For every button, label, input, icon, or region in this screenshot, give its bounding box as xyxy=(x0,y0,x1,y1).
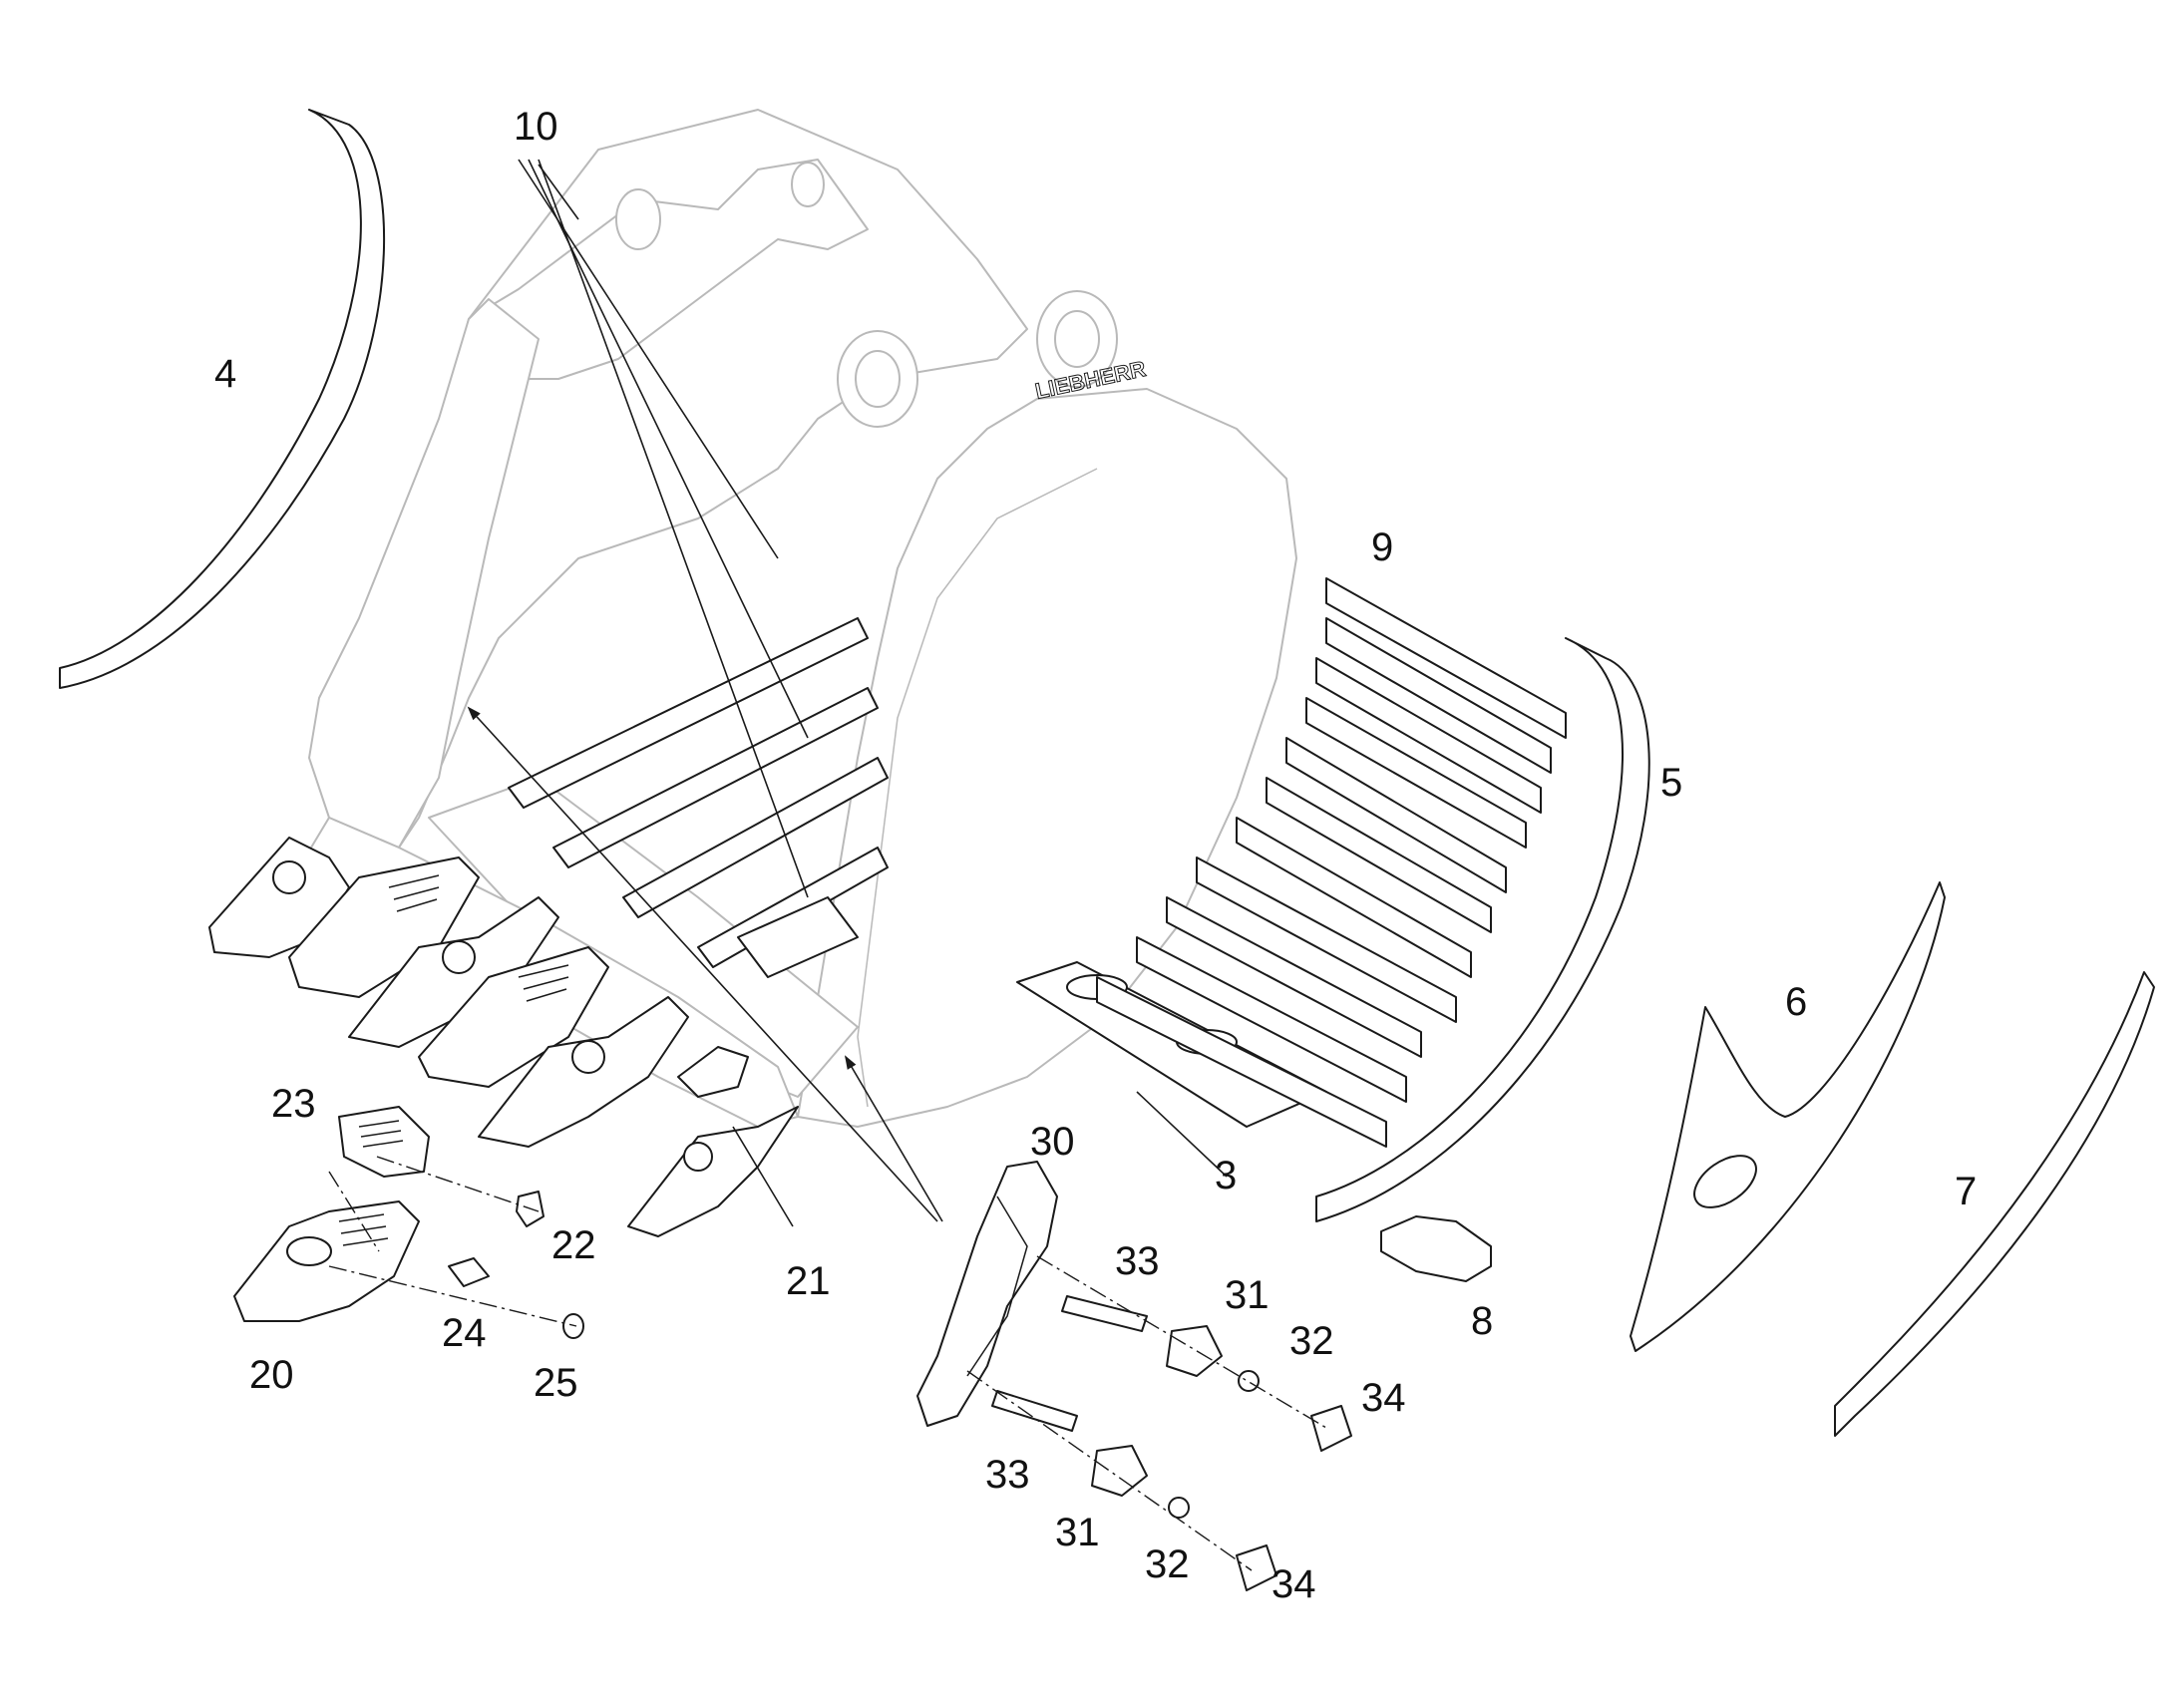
callout-34a: 34 xyxy=(1361,1376,1406,1420)
cap-34b xyxy=(1236,1544,1277,1591)
callout-20: 20 xyxy=(249,1353,294,1397)
cap-34a xyxy=(1310,1405,1352,1452)
callout-23: 23 xyxy=(271,1082,316,1126)
callout-24: 24 xyxy=(442,1311,487,1355)
pin-24 xyxy=(448,1257,490,1287)
callouts: 10 4 9 5 6 7 3 8 23 22 21 24 25 20 30 33… xyxy=(214,105,1977,1606)
callout-4: 4 xyxy=(214,352,236,396)
callout-22: 22 xyxy=(551,1223,596,1267)
nut-31a xyxy=(1166,1325,1223,1377)
callout-7: 7 xyxy=(1955,1170,1977,1213)
callout-10: 10 xyxy=(514,105,558,149)
adapter-1 xyxy=(288,856,480,998)
callout-32a: 32 xyxy=(1289,1319,1334,1363)
washer-32b xyxy=(1168,1497,1190,1519)
callout-33a: 33 xyxy=(1115,1239,1160,1283)
washer-32a xyxy=(1238,1370,1260,1392)
callout-3: 3 xyxy=(1215,1154,1237,1197)
nut-31b xyxy=(1091,1445,1148,1497)
callout-25: 25 xyxy=(534,1361,578,1405)
tooth-assemblies xyxy=(208,837,799,1237)
plug-25 xyxy=(562,1313,584,1339)
bolt-33b xyxy=(991,1390,1078,1432)
wear-strip-5 xyxy=(1315,637,1650,1222)
wear-strip-stack-9 xyxy=(1096,577,1567,1148)
wear-strip-7 xyxy=(1834,971,2155,1437)
callout-9: 9 xyxy=(1371,525,1393,569)
callout-34b: 34 xyxy=(1272,1562,1316,1606)
tooth-3 xyxy=(478,996,689,1148)
callout-31a: 31 xyxy=(1225,1273,1270,1317)
callout-8: 8 xyxy=(1471,1299,1493,1343)
tooth-4 xyxy=(627,1106,799,1237)
tooth-2 xyxy=(348,896,559,1048)
callout-32b: 32 xyxy=(1145,1542,1190,1586)
adapter-clip-21 xyxy=(677,1046,749,1098)
wear-plate-6 xyxy=(1630,881,1946,1352)
tooth-system-exploded xyxy=(233,1106,584,1339)
side-cutter-assembly xyxy=(916,1161,1352,1591)
leader-lines xyxy=(467,159,1228,1227)
bolt-33a xyxy=(1061,1295,1148,1332)
callout-21: 21 xyxy=(786,1259,831,1303)
adapter-2 xyxy=(418,946,609,1088)
wear-parts xyxy=(59,109,2155,1437)
wear-strip-4 xyxy=(59,109,386,689)
callout-5: 5 xyxy=(1660,761,1682,805)
wear-block-8 xyxy=(1380,1215,1492,1282)
adapter-20 xyxy=(233,1200,420,1322)
side-cutter-30 xyxy=(916,1161,1058,1427)
callout-33b: 33 xyxy=(985,1453,1030,1497)
interior-wear-strips xyxy=(508,617,889,978)
callout-6: 6 xyxy=(1785,980,1807,1024)
callout-31b: 31 xyxy=(1055,1511,1100,1554)
callout-30: 30 xyxy=(1030,1120,1075,1164)
tooth-cap-23 xyxy=(338,1106,430,1178)
